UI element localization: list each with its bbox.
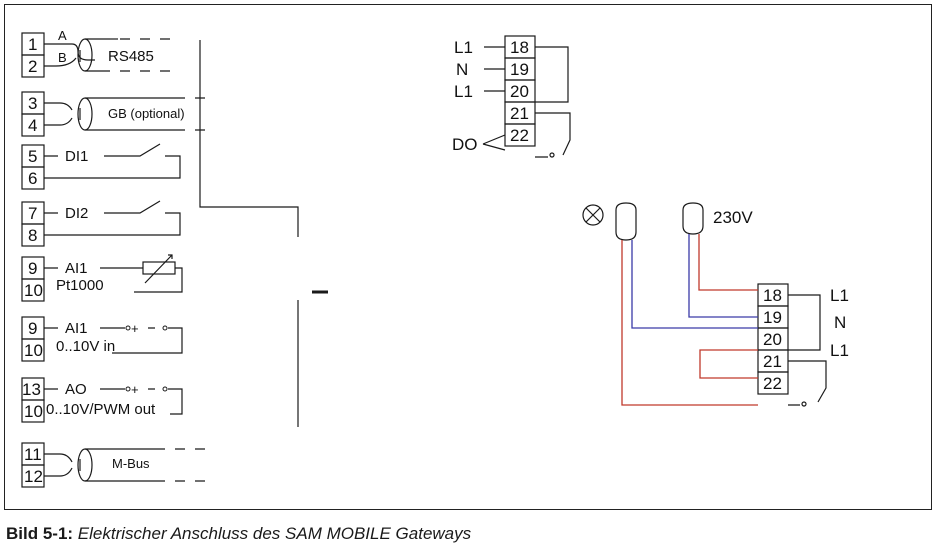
di1-label: DI1 xyxy=(65,148,88,165)
right-label-19: N xyxy=(834,313,846,332)
rs485-wire-b: B xyxy=(58,50,67,65)
ai1v-plus: + xyxy=(131,321,139,336)
gb-term-4: 4 xyxy=(28,116,37,135)
caption-text: Elektrischer Anschluss des SAM MOBILE Ga… xyxy=(77,524,472,543)
ao-term-10: 10 xyxy=(24,402,43,421)
figure-caption: Bild 5-1: Elektrischer Anschluss des SAM… xyxy=(6,524,471,544)
top-term-19: 19 xyxy=(510,60,529,79)
right-term-18: 18 xyxy=(763,286,782,305)
top-term-22: 22 xyxy=(510,126,529,145)
mbus-term-12: 12 xyxy=(24,467,43,486)
top-label-20: L1 xyxy=(454,82,473,101)
ai1v-term-9: 9 xyxy=(28,319,37,338)
rs485-label: RS485 xyxy=(108,48,154,65)
di2-term-8: 8 xyxy=(28,226,37,245)
top-term-21: 21 xyxy=(510,104,529,123)
ai1pt-sublabel: Pt1000 xyxy=(56,277,104,294)
ai1pt-term-9: 9 xyxy=(28,259,37,278)
right-label-20: L1 xyxy=(830,341,849,360)
rs485-wire-a: A xyxy=(58,28,67,43)
right-term-21: 21 xyxy=(763,352,782,371)
mbus-label: M-Bus xyxy=(112,456,150,471)
di2-term-7: 7 xyxy=(28,204,37,223)
ai1v-sublabel: 0..10V in xyxy=(56,338,115,355)
right-term-20: 20 xyxy=(763,330,782,349)
top-do-label: DO xyxy=(452,135,478,154)
mbus-term-11: 11 xyxy=(24,445,42,464)
ai1v-term-10: 10 xyxy=(24,341,43,360)
right-term-22: 22 xyxy=(763,374,782,393)
diagram-frame xyxy=(4,4,932,510)
di1-term-5: 5 xyxy=(28,147,37,166)
right-label-18: L1 xyxy=(830,286,849,305)
top-term-20: 20 xyxy=(510,82,529,101)
rs485-term-2: 2 xyxy=(28,57,37,76)
top-label-19: N xyxy=(456,60,468,79)
ai1pt-term-10: 10 xyxy=(24,281,43,300)
ao-term-13: 13 xyxy=(22,380,41,399)
ao-plus: + xyxy=(131,382,139,397)
ao-sublabel: 0..10V/PWM out xyxy=(46,401,156,418)
di2-label: DI2 xyxy=(65,205,88,222)
rs485-term-1: 1 xyxy=(28,35,37,54)
ai1pt-label: AI1 xyxy=(65,260,88,277)
di1-term-6: 6 xyxy=(28,169,37,188)
top-label-18: L1 xyxy=(454,38,473,57)
right-term-19: 19 xyxy=(763,308,782,327)
top-term-18: 18 xyxy=(510,38,529,57)
ao-label: AO xyxy=(65,381,87,398)
voltage-label: 230V xyxy=(713,208,753,227)
gb-term-3: 3 xyxy=(28,94,37,113)
caption-label: Bild 5-1: xyxy=(6,524,74,543)
ai1v-label: AI1 xyxy=(65,320,88,337)
gb-label: GB (optional) xyxy=(108,106,185,121)
